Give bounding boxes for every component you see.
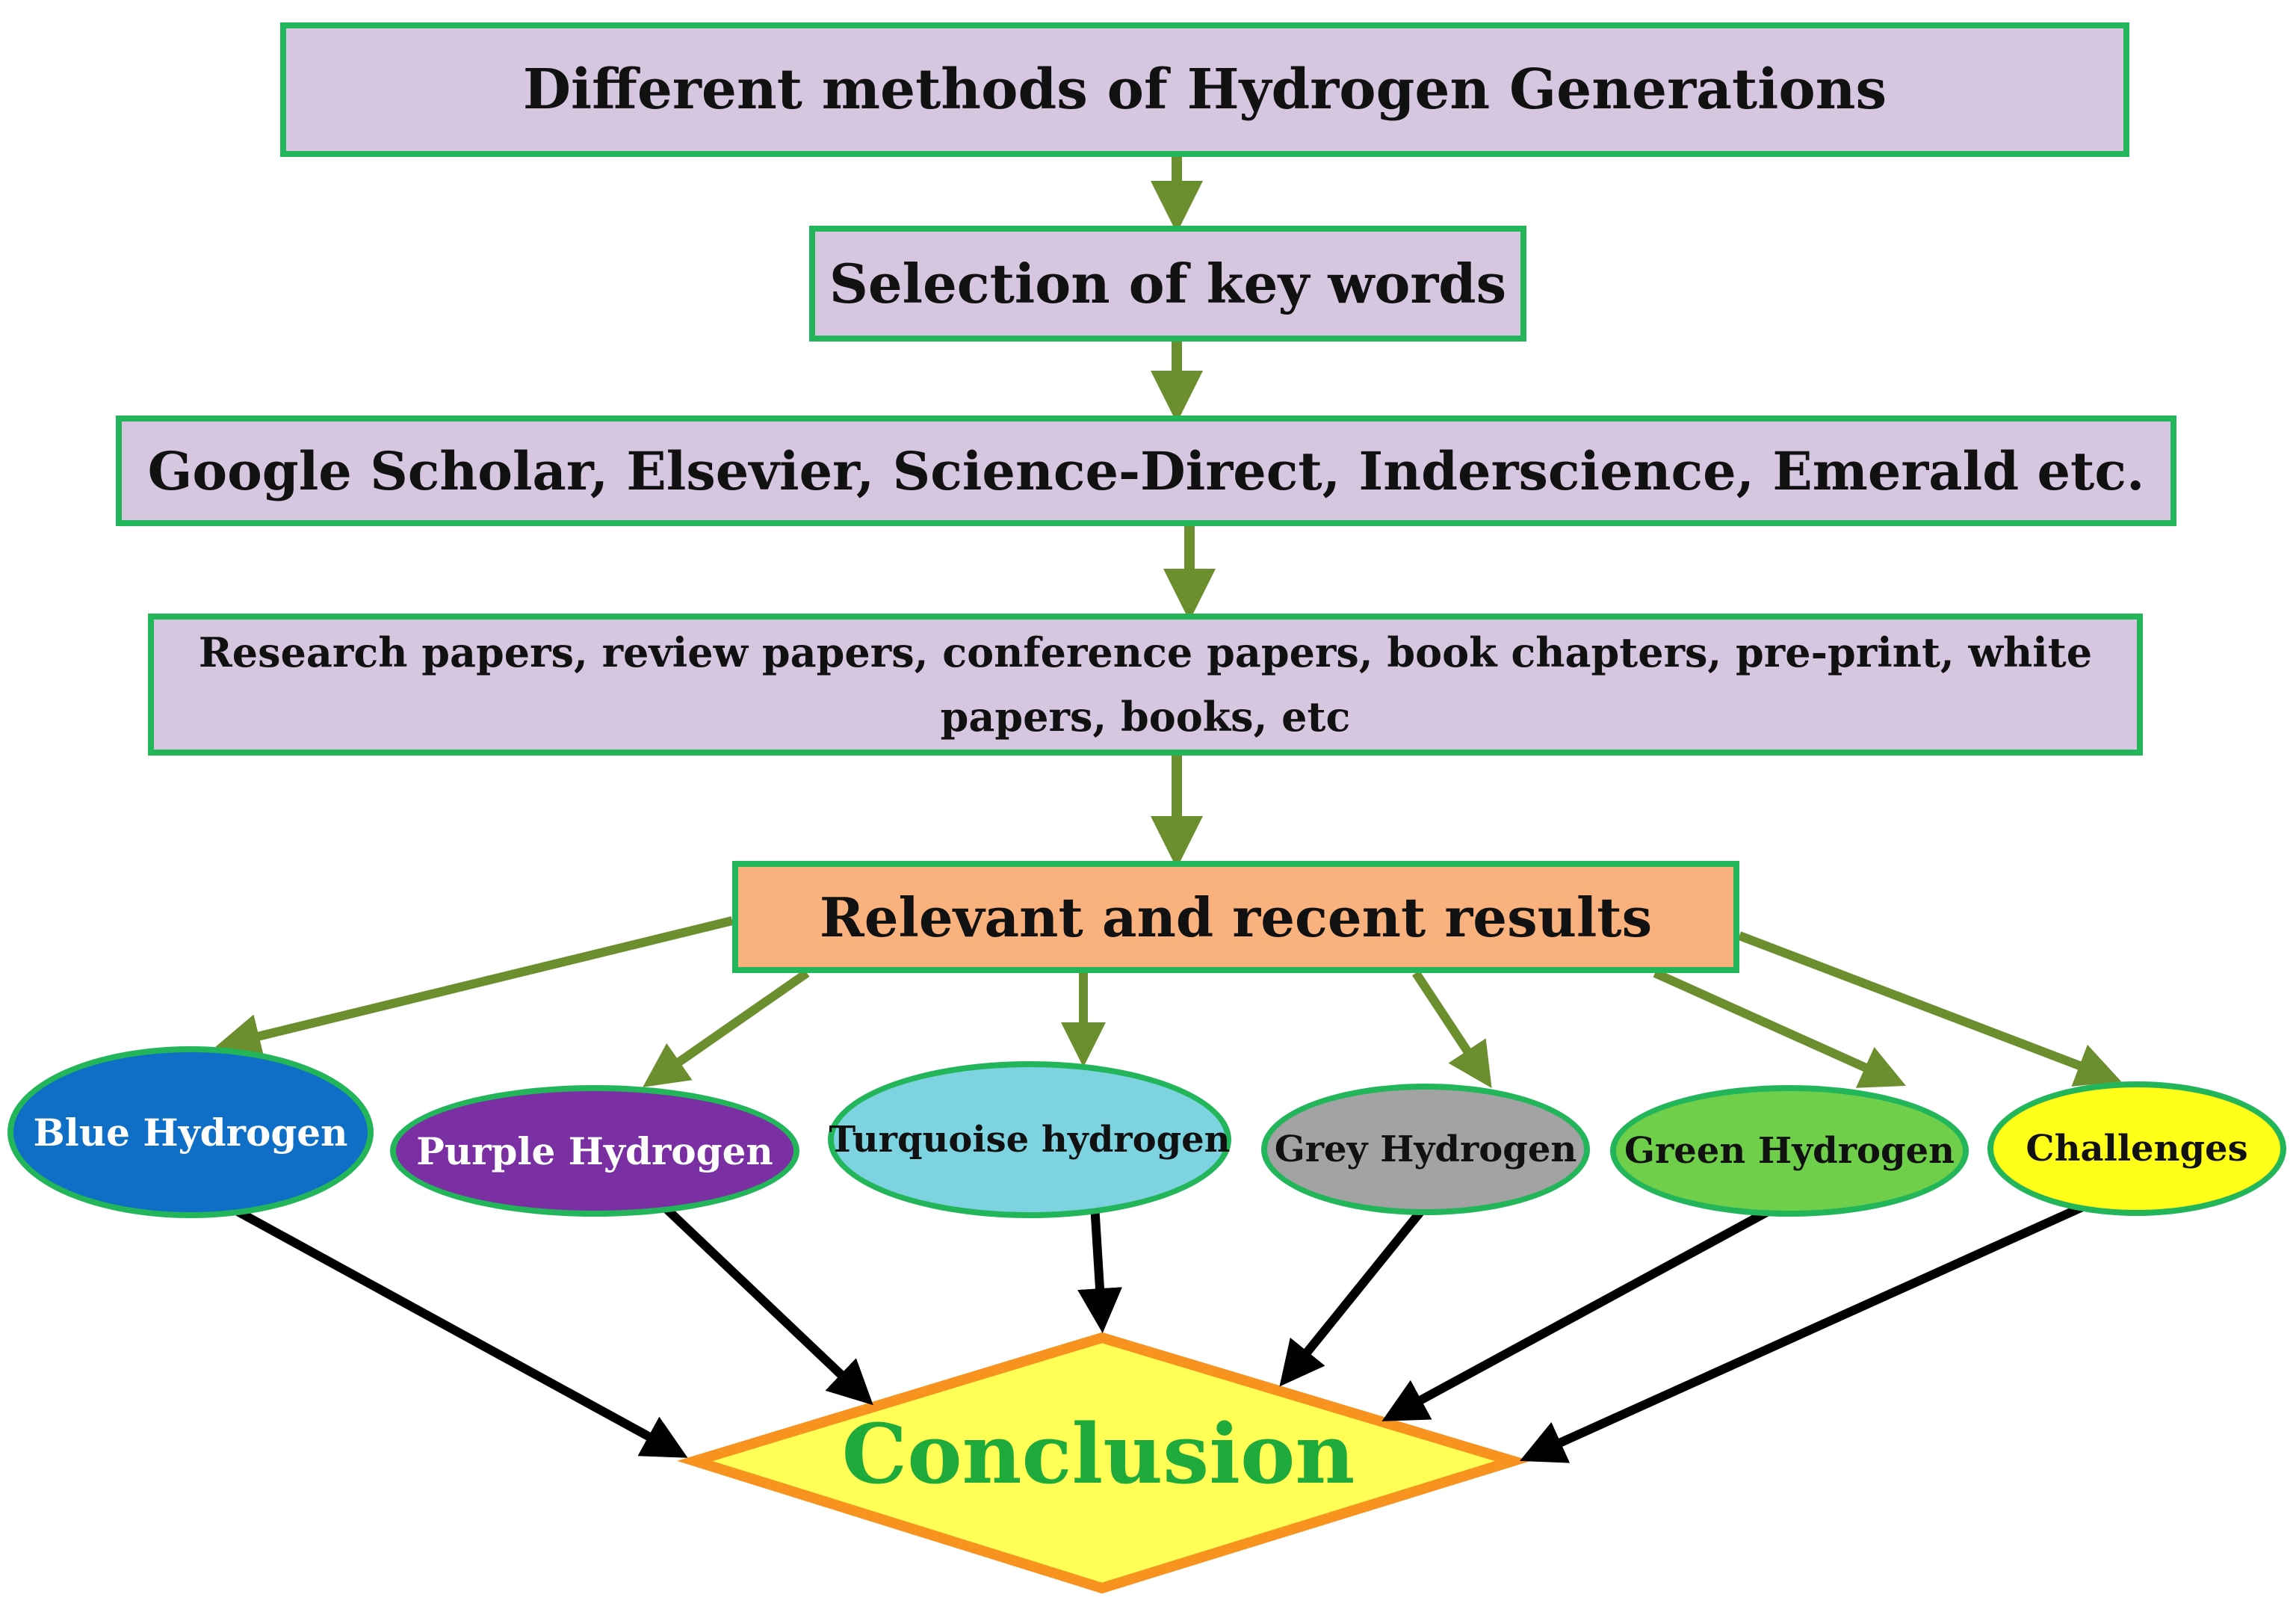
papers-box: Research papers, review papers, conferen… <box>148 614 2143 756</box>
topic-label: Challenges <box>2026 1128 2248 1170</box>
arrow-results-to-grey <box>1411 970 1492 1089</box>
topic-blue-hydrogen: Blue Hydrogen <box>7 1046 374 1218</box>
results-box: Relevant and recent results <box>732 861 1739 973</box>
arrow-blue-to-conclusion <box>196 1185 688 1458</box>
conclusion-diamond <box>677 1332 1532 1594</box>
topic-label: Blue Hydrogen <box>33 1110 348 1155</box>
papers-box-label: Research papers, review papers, conferen… <box>198 628 2093 741</box>
topic-label: Turquoise hydrogen <box>829 1119 1231 1161</box>
topic-label: Grey Hydrogen <box>1274 1128 1577 1170</box>
databases-box: Google Scholar, Elsevier, Science-Direct… <box>116 416 2176 526</box>
topic-grey-hydrogen: Grey Hydrogen <box>1261 1084 1590 1215</box>
databases-box-label: Google Scholar, Elsevier, Science-Direct… <box>147 439 2145 502</box>
arrow-turquoise-to-conclusion <box>1077 1204 1122 1333</box>
results-box-label: Relevant and recent results <box>819 885 1653 949</box>
arrow-green-to-conclusion <box>1381 1185 1810 1421</box>
arrow-results-to-green <box>1653 969 1906 1088</box>
topic-turquoise-hydrogen: Turquoise hydrogen <box>828 1061 1231 1218</box>
arrow-results-to-purple <box>643 969 810 1087</box>
conclusion-label: Conclusion <box>841 1405 1355 1502</box>
topic-label: Green Hydrogen <box>1624 1130 1955 1172</box>
keywords-box-label: Selection of key words <box>829 252 1507 315</box>
keywords-box: Selection of key words <box>809 226 1526 342</box>
methods-box-label: Different methods of Hydrogen Generation… <box>522 58 1887 122</box>
arrow-challenges-to-conclusion <box>1520 1176 2143 1463</box>
methods-box: Different methods of Hydrogen Generation… <box>280 22 2129 157</box>
arrow-results-to-blue <box>215 916 734 1058</box>
topic-purple-hydrogen: Purple Hydrogen <box>390 1085 799 1217</box>
topic-label: Purple Hydrogen <box>416 1128 773 1173</box>
topic-green-hydrogen: Green Hydrogen <box>1610 1085 1969 1217</box>
arrow-results-to-challenges <box>1737 931 2122 1087</box>
topic-challenges: Challenges <box>1987 1081 2286 1216</box>
arrow-grey-to-conclusion <box>1279 1187 1442 1387</box>
arrow-purple-to-conclusion <box>643 1186 873 1406</box>
